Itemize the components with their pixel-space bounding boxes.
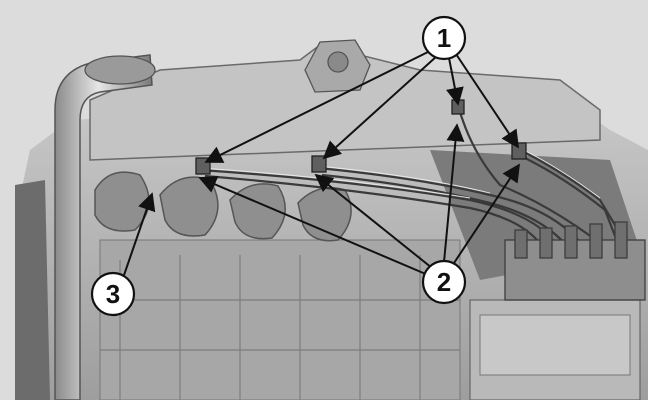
- callout-3-label: 3: [106, 279, 120, 309]
- fuel-injection-pump: [504, 221, 646, 301]
- callout-3: 3: [90, 271, 136, 317]
- callout-2-leaders: [198, 123, 520, 276]
- engine-block: [15, 44, 648, 400]
- callout-3-circle: [90, 271, 136, 317]
- callout-1-leaders: [204, 49, 519, 163]
- fuel-lines-highlight: [199, 147, 601, 199]
- callout-2-circle: [421, 259, 467, 305]
- callout-3-leader: [122, 192, 156, 279]
- callout-1-label: 1: [437, 23, 451, 53]
- callout-2: 2: [421, 259, 467, 305]
- callout-1: 1: [421, 15, 467, 61]
- callout-2-label: 2: [437, 267, 451, 297]
- coolant-pipe: [54, 54, 156, 400]
- thermostat-housing: [304, 39, 371, 93]
- callout-1-circle: [421, 15, 467, 61]
